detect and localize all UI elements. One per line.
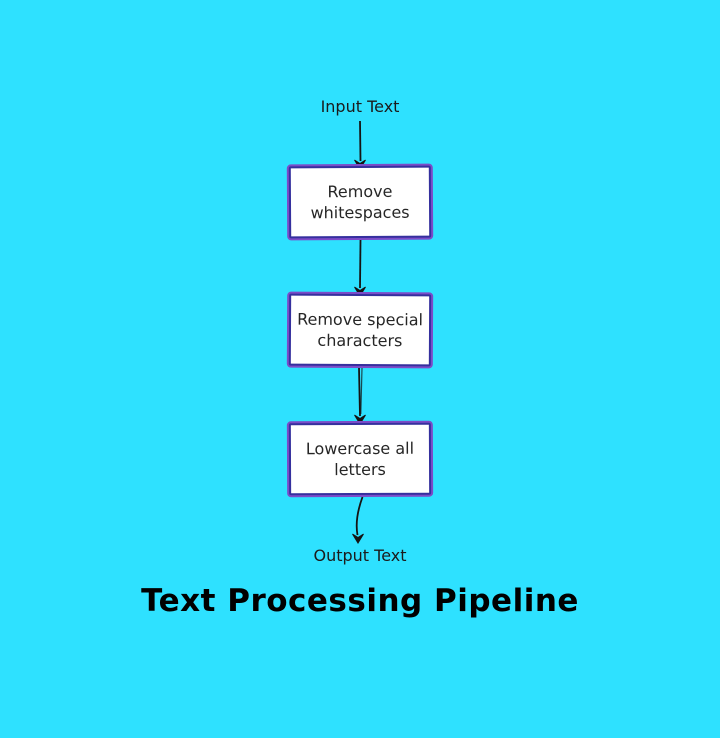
node-label: Remove whitespaces xyxy=(310,181,410,223)
output-text-label: Output Text xyxy=(313,546,407,565)
input-text-label: Input Text xyxy=(320,97,400,116)
diagram-title: Text Processing Pipeline xyxy=(141,583,579,619)
node-label: Lowercase all letters xyxy=(305,438,415,480)
arrow-input-to-node1 xyxy=(354,120,366,170)
arrow-node1-to-node2 xyxy=(354,239,366,297)
node-remove-whitespaces: Remove whitespaces xyxy=(288,165,432,239)
node-remove-special-characters: Remove special characters xyxy=(288,293,432,367)
arrow-node2-to-node3 xyxy=(354,367,366,425)
arrow-node3-to-output xyxy=(352,496,364,544)
node-label: Remove special characters xyxy=(297,309,424,351)
node-lowercase-all-letters: Lowercase all letters xyxy=(288,422,432,496)
